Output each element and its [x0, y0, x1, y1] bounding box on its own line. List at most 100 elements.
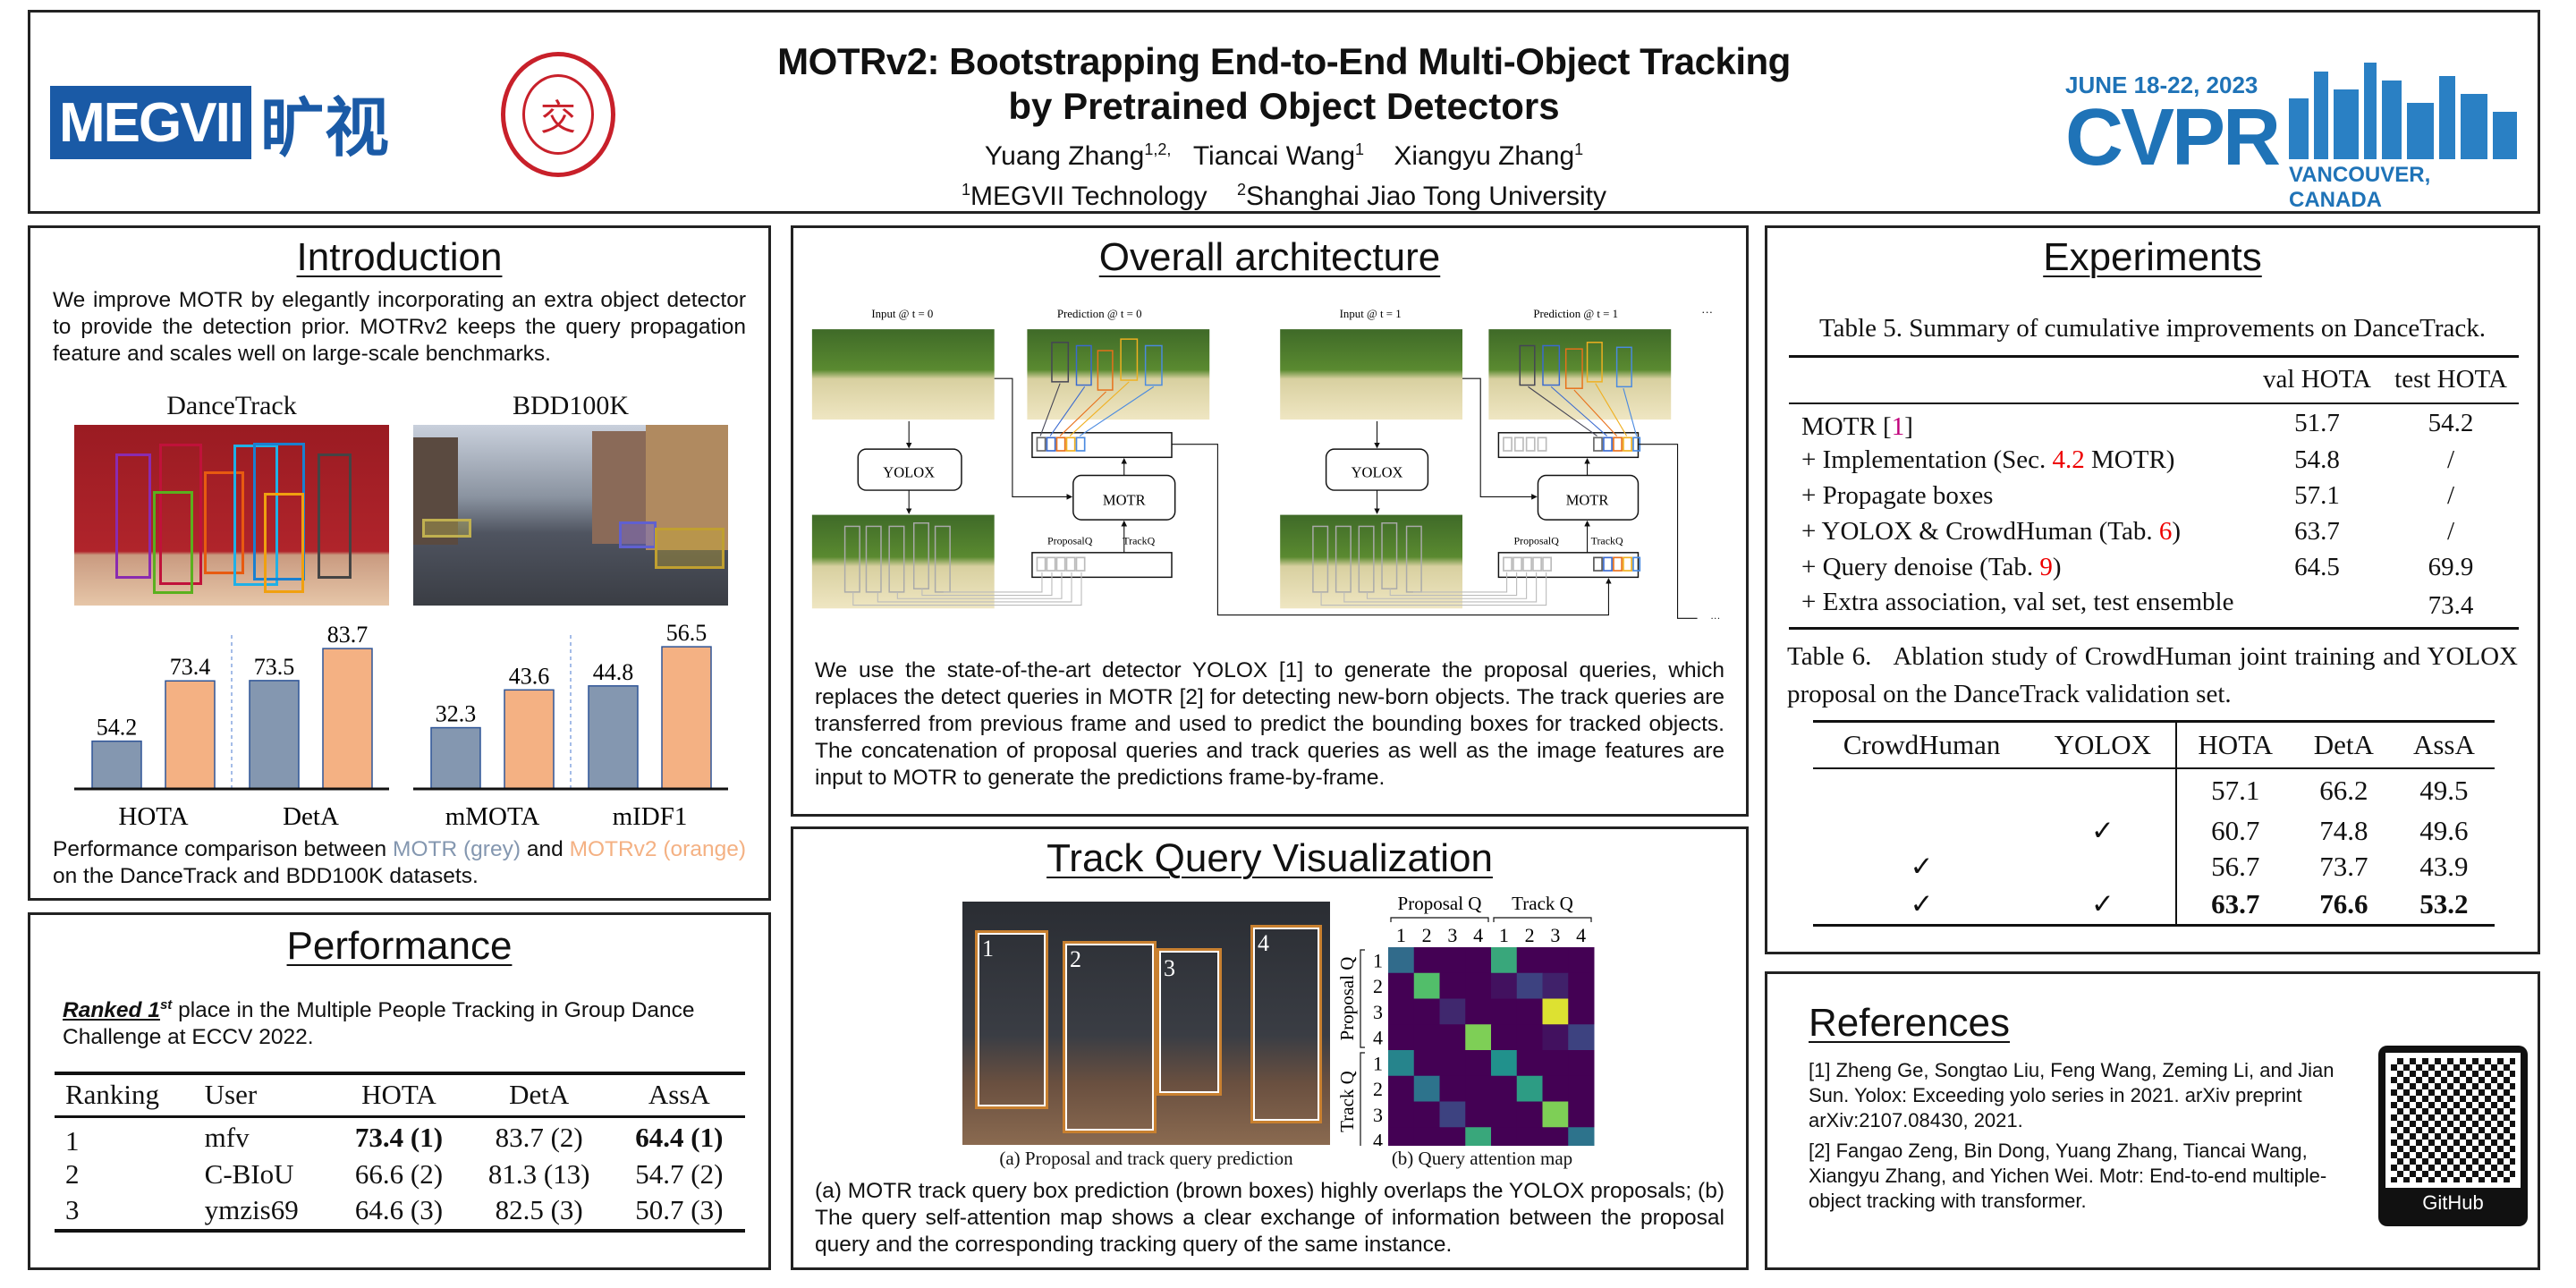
ranking-text: Ranked 1st place in the Multiple People … [63, 992, 741, 1051]
yolox-label: YOLOX [1352, 463, 1403, 480]
megvii-logo-text: MEGVII [50, 85, 252, 159]
cell: 56.7 [2211, 850, 2260, 882]
cell: 64.4 (1) [635, 1121, 724, 1153]
dance-prediction-image: 1 2 3 4 [962, 902, 1330, 1145]
author: Tiancai Wang [1192, 141, 1355, 171]
col-header: val HOTA [2263, 365, 2371, 394]
heatmap-cell [1542, 947, 1569, 974]
ref-link[interactable]: 6 [2158, 517, 2173, 546]
yolox-box-t0 [857, 448, 962, 491]
cell: 81.3 (13) [487, 1157, 590, 1190]
cell: ✓ [2030, 812, 2177, 849]
cell: 1 [65, 1124, 80, 1157]
category-label: mIDF1 [613, 802, 688, 831]
output-query-bar-t0 [1031, 432, 1173, 459]
col-header: DetA [2313, 728, 2374, 760]
heatmap-cell [1491, 1050, 1518, 1077]
megvii-logo: MEGVII 旷视 [50, 75, 389, 169]
cell: 76.6 [2319, 887, 2368, 919]
heatmap-cell [1465, 947, 1492, 974]
heatmap-cell [1516, 1075, 1543, 1102]
dancetrack-image [74, 425, 389, 606]
trackviz-text: (a) MOTR track query box prediction (bro… [815, 1179, 1724, 1257]
heatmap-row-tick: 2 [1373, 1078, 1383, 1100]
heatmap-cell [1516, 947, 1543, 974]
proposal-frame-t1 [1280, 514, 1463, 609]
ref-link[interactable]: 9 [2039, 553, 2053, 581]
bar-value-label: 73.4 [170, 654, 211, 680]
heatmap-cell [1491, 1024, 1518, 1051]
cell: mfv [204, 1121, 250, 1153]
input-t1-label: Input @ t = 1 [1340, 308, 1402, 320]
cell: 54.8 [2294, 445, 2340, 474]
cell: ymzis69 [204, 1193, 299, 1225]
cell: 57.1 [2211, 775, 2260, 806]
architecture-text: We use the state-of-the-art detector YOL… [815, 658, 1724, 790]
table-header-row: val HOTA test HOTA [1789, 357, 2519, 403]
heatmap-cell [1516, 1127, 1543, 1146]
heatmap-cell [1439, 1075, 1466, 1102]
bar-motrv2-mmota [504, 689, 555, 790]
ellipsis: ··· [1701, 306, 1713, 318]
col-header: test HOTA [2394, 365, 2507, 394]
sjtu-seal-logo: 交 [501, 52, 615, 177]
row-label: MOTR) [2084, 445, 2175, 474]
row-label: ) [2052, 553, 2062, 581]
bar-motr-deta [249, 680, 300, 790]
table5-caption: Table 5. Summary of cumulative improveme… [1818, 314, 2487, 343]
row-label: ) [2172, 517, 2182, 546]
cell: 66.2 [2319, 775, 2368, 806]
cell [2030, 848, 2177, 885]
row-label: MOTR [ [1801, 411, 1892, 441]
heatmap-cell [1413, 947, 1440, 974]
trackq-label: TrackQ [1123, 535, 1155, 547]
heatmap-cell [1568, 1075, 1595, 1102]
box-id-label: 1 [982, 936, 994, 962]
heatmap-row-tick: 1 [1373, 949, 1383, 971]
heatmap-cell [1413, 1075, 1440, 1102]
ref-link[interactable]: 4.2 [2052, 445, 2085, 474]
col-header: AssA [2412, 728, 2475, 760]
heatmap-cell [1568, 1127, 1595, 1146]
heatmap-row-tick: 2 [1373, 975, 1383, 997]
category-label: DetA [283, 802, 339, 831]
bar-motrv2-deta [322, 648, 373, 790]
ref-link[interactable]: 1 [1891, 411, 1905, 441]
heatmap-cell [1542, 998, 1569, 1025]
proposalq-label: ProposalQ [1047, 535, 1093, 547]
table6-caption: Table 6. Ablation study of CrowdHuman jo… [1787, 642, 2525, 708]
heatmap-cell [1465, 1127, 1492, 1146]
heatmap-cell [1568, 1050, 1595, 1077]
heatmap-cell [1413, 1024, 1440, 1051]
bar-value-label: 56.5 [666, 620, 708, 646]
author-sup: 1 [1574, 140, 1584, 158]
cell: 64.6 (3) [354, 1193, 444, 1225]
dataset-label: BDD100K [512, 391, 629, 420]
references-section: References [1] Zheng Ge, Songtao Liu, Fe… [1765, 971, 2540, 1270]
github-qr-code[interactable]: GitHub [2378, 1046, 2528, 1226]
heatmap-cell [1491, 1101, 1518, 1128]
cell: / [2446, 481, 2455, 510]
heatmap-col-tick: 3 [1550, 924, 1560, 946]
heatmap-cell [1542, 1075, 1569, 1102]
motr-label: MOTR [1103, 492, 1146, 509]
poster-title-line2: by Pretrained Object Detectors [1008, 85, 1560, 127]
heatmap-cell [1439, 998, 1466, 1025]
heatmap-side-label: Proposal Q [1336, 957, 1358, 1041]
section-title: Performance [286, 924, 513, 968]
row-label: + Implementation (Sec. [1801, 445, 2053, 474]
col-header: CrowdHuman [1843, 728, 2001, 760]
dataset-label: DanceTrack [166, 391, 297, 420]
heatmap-cell [1465, 1024, 1492, 1051]
heatmap-row-tick: 4 [1373, 1130, 1383, 1146]
heatmap-cell [1465, 1050, 1492, 1077]
cell: ✓ [1910, 850, 1934, 882]
prediction-frame-t0 [1027, 329, 1210, 420]
github-label: GitHub [2422, 1191, 2484, 1214]
